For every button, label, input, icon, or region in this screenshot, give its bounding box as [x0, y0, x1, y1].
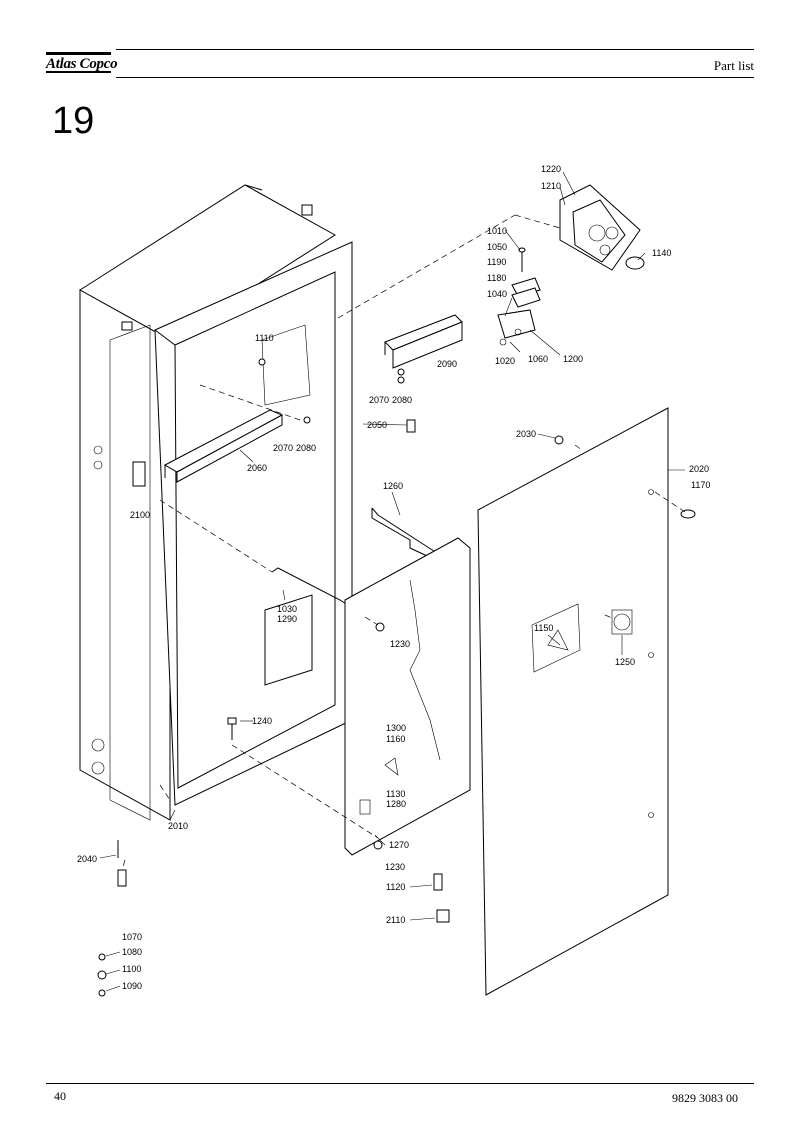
- cabinet-back-box: [79, 184, 336, 821]
- callout-2070-b: 2070: [273, 443, 293, 453]
- callout-1180: 1180: [487, 273, 506, 283]
- callout-1160: 1160: [386, 734, 405, 744]
- callout-2020: 2020: [689, 464, 709, 474]
- callout-1080: 1080: [122, 947, 142, 957]
- callout-1030: 1030: [277, 604, 297, 614]
- small-hardware: [97, 358, 696, 997]
- document-number: 9829 3083 00: [672, 1091, 738, 1105]
- callout-2080-a: 2080: [392, 395, 412, 405]
- brand-logo: Atlas Copco: [46, 56, 118, 72]
- callout-labels: 1220 1210 1010 1050 1190 1180 1040 1140 …: [77, 164, 710, 991]
- callout-1110: 1110: [255, 333, 274, 343]
- doc-type-label: Part list: [713, 58, 754, 73]
- callout-1230-b: 1230: [385, 862, 405, 872]
- callout-2080-b: 2080: [296, 443, 316, 453]
- callout-2030: 2030: [516, 429, 536, 439]
- callout-1240: 1240: [252, 716, 272, 726]
- header-rule-top: [116, 49, 754, 50]
- conduit-box-1220: [559, 184, 645, 271]
- cabinet-door-frame: [154, 241, 353, 806]
- callout-1070: 1070: [122, 932, 142, 942]
- cross-bar-2060: [163, 409, 284, 483]
- callout-2070-a: 2070: [369, 395, 389, 405]
- page-number: 40: [54, 1089, 66, 1103]
- callout-1140: 1140: [652, 248, 671, 258]
- label-leaders: [99, 171, 685, 992]
- inner-panel-1270: [344, 537, 471, 856]
- logo-bar-bottom: [46, 71, 111, 73]
- footer-rule: [46, 1083, 754, 1084]
- header-rule-bottom: [116, 77, 754, 78]
- callout-2110: 2110: [386, 915, 405, 925]
- callout-2040: 2040: [77, 854, 97, 864]
- callout-1230-a: 1230: [390, 639, 410, 649]
- section-number: 19: [52, 100, 95, 142]
- callout-1010: 1010: [487, 226, 507, 236]
- callout-1210: 1210: [541, 181, 561, 191]
- door-panel-2020: [477, 407, 669, 996]
- callout-1060: 1060: [528, 354, 548, 364]
- callout-1270: 1270: [389, 840, 409, 850]
- callout-1150: 1150: [534, 623, 553, 633]
- callout-1290: 1290: [277, 614, 297, 624]
- callout-2100: 2100: [130, 510, 150, 520]
- callout-1020: 1020: [495, 356, 515, 366]
- callout-1260: 1260: [383, 481, 403, 491]
- callout-1250: 1250: [615, 657, 635, 667]
- dashed-leaders: [121, 214, 686, 871]
- callout-1200: 1200: [563, 354, 583, 364]
- callout-1100: 1100: [122, 964, 141, 974]
- callout-1170: 1170: [691, 480, 710, 490]
- callout-2090: 2090: [437, 359, 457, 369]
- callout-2050: 2050: [367, 420, 387, 430]
- clamp-assembly: [497, 247, 541, 346]
- callout-1300: 1300: [386, 723, 406, 733]
- callout-1130: 1130: [386, 789, 405, 799]
- callout-1050: 1050: [487, 242, 507, 252]
- callout-1090: 1090: [122, 981, 142, 991]
- callout-2010: 2010: [168, 821, 188, 831]
- callout-1190: 1190: [487, 257, 506, 267]
- callout-1280: 1280: [386, 799, 406, 809]
- callout-1120: 1120: [386, 882, 405, 892]
- callout-1220: 1220: [541, 164, 561, 174]
- callout-1040: 1040: [487, 289, 507, 299]
- logo-bar-top: [46, 52, 111, 55]
- bracket-2090: [384, 314, 463, 369]
- callout-2060: 2060: [247, 463, 267, 473]
